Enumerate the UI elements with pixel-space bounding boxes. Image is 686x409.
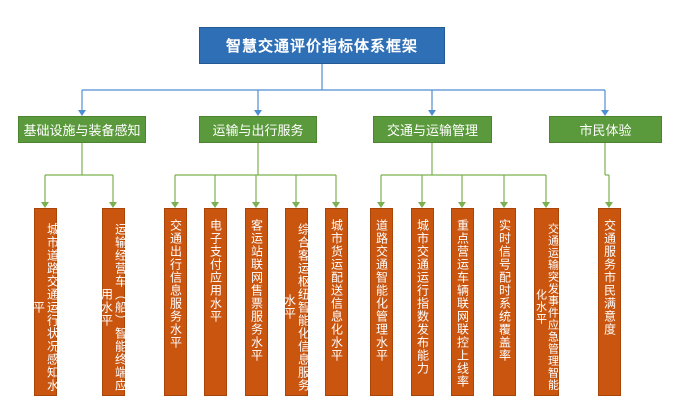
arrowhead: [78, 110, 86, 116]
indicator-label: 运输经营车（船）智能终端应用水平: [99, 222, 128, 392]
arrowhead: [41, 202, 49, 208]
category-label: 运输与出行服务: [212, 124, 304, 139]
arrowhead: [601, 110, 609, 116]
indicator-node: 城市道路交通运行状况感知水平: [31, 208, 60, 396]
indicator-node: 城市交通运行指数发布能力: [411, 208, 434, 396]
indicator-node: 重点营运车辆联网联控上线率: [451, 208, 474, 396]
indicator-label: 电子支付应用水平: [208, 219, 223, 323]
arrowhead: [377, 202, 385, 208]
arrowhead: [458, 202, 466, 208]
arrowhead: [500, 202, 508, 208]
root-node: 智慧交通评价指标体系框架: [199, 27, 445, 64]
category-label: 市民体验: [579, 124, 632, 139]
arrowhead: [292, 202, 300, 208]
indicator-label: 客运站联网售票服务水平: [249, 219, 264, 362]
arrowhead: [171, 202, 179, 208]
arrowhead: [254, 110, 262, 116]
indicator-node: 交通出行信息服务水平: [164, 208, 187, 396]
indicator-label: 重点营运车辆联网联控上线率: [455, 219, 470, 388]
indicator-label: 综合客运枢纽智能化信息服务水平: [282, 222, 311, 392]
arrowhead: [542, 202, 550, 208]
arrowhead: [605, 202, 613, 208]
indicator-node: 道路交通智能化管理水平: [370, 208, 393, 396]
indicator-label: 交通服务市民满意度: [602, 219, 617, 336]
arrowhead: [109, 202, 117, 208]
indicator-node: 电子支付应用水平: [204, 208, 227, 396]
category-node-transport-service: 运输与出行服务: [199, 116, 317, 143]
diagram-title: 智慧交通评价指标体系框架: [225, 37, 418, 55]
indicator-label: 交通运输突发事件应急管理智能化水平: [534, 223, 560, 391]
indicator-node: 交通运输突发事件应急管理智能化水平: [534, 208, 560, 396]
arrowhead: [211, 202, 219, 208]
category-label: 交通与运输管理: [386, 124, 478, 139]
arrowhead: [252, 202, 260, 208]
indicator-node: 实时信号配时系统覆盖率: [493, 208, 516, 396]
indicator-label: 交通出行信息服务水平: [168, 219, 183, 349]
category-node-citizen-experience: 市民体验: [549, 116, 662, 143]
indicator-label: 实时信号配时系统覆盖率: [497, 219, 512, 362]
arrowhead: [428, 110, 436, 116]
category-node-traffic-management: 交通与运输管理: [373, 116, 492, 143]
indicator-label: 城市货运配送信息化水平: [329, 219, 344, 362]
indicator-node: 客运站联网售票服务水平: [245, 208, 268, 396]
indicator-node: 城市货运配送信息化水平: [325, 208, 348, 396]
indicator-node: 综合客运枢纽智能化信息服务水平: [282, 208, 311, 396]
category-node-infrastructure: 基础设施与装备感知: [18, 116, 146, 143]
indicator-label: 城市道路交通运行状况感知水平: [31, 222, 60, 392]
indicator-node: 运输经营车（船）智能终端应用水平: [99, 208, 128, 396]
indicator-node: 交通服务市民满意度: [598, 208, 621, 396]
indicator-label: 城市交通运行指数发布能力: [415, 219, 430, 375]
arrowhead: [332, 202, 340, 208]
arrowhead: [418, 202, 426, 208]
category-label: 基础设施与装备感知: [23, 124, 141, 139]
indicator-label: 道路交通智能化管理水平: [374, 219, 389, 362]
